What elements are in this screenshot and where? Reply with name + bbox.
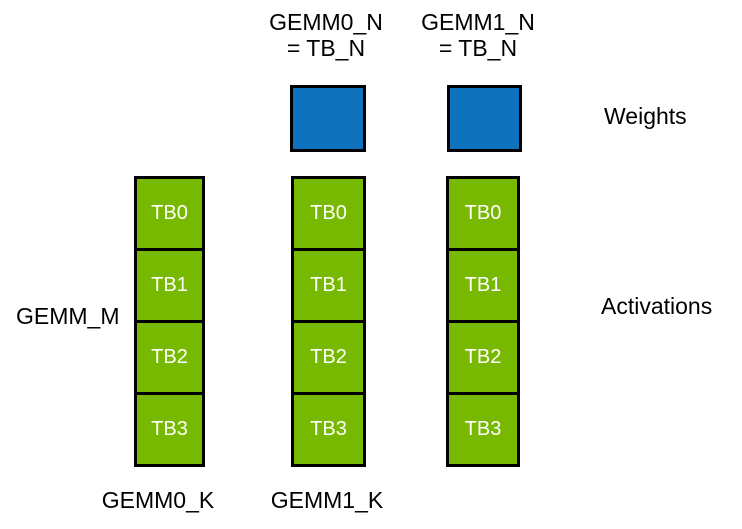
tb-cell: TB2 — [294, 320, 363, 392]
gemm0-weight-tile — [290, 85, 366, 152]
gemm0-n-label-line2: = TB_N — [286, 35, 366, 61]
tb-cell: TB1 — [449, 248, 517, 320]
gemm0-k-label: GEMM0_K — [101, 487, 215, 513]
gemm1-n-label-line1: GEMM1_N — [421, 9, 535, 35]
gemm0-n-label-line1: GEMM0_N — [269, 9, 383, 35]
tb-cell: TB3 — [294, 392, 363, 464]
tb-cell: TB0 — [151, 202, 188, 224]
gemm-m-label: GEMM_M — [16, 303, 120, 329]
gemm1-n-label-line2: = TB_N — [438, 35, 518, 61]
activation-column-gemm-m: TB0 TB1 TB2 TB3 — [134, 176, 205, 467]
tb-cell: TB2 — [449, 320, 517, 392]
activations-label: Activations — [601, 293, 713, 319]
weights-label: Weights — [604, 103, 687, 129]
tb-cell: TB0 — [464, 202, 502, 224]
tb-cell: TB1 — [294, 248, 363, 320]
activation-column-gemm1: TB0 TB1 TB2 TB3 — [446, 176, 520, 467]
gemm0-n-label: GEMM0_N = TB_N — [250, 9, 402, 61]
activation-column-gemm0: TB0 TB1 TB2 TB3 — [291, 176, 366, 467]
tb-cell: TB1 — [137, 248, 202, 320]
tb-cell: TB3 — [137, 392, 202, 464]
tb-cell: TB3 — [449, 392, 517, 464]
tb-cell: TB0 — [310, 202, 347, 224]
gemm1-weight-tile — [447, 85, 522, 152]
gemm1-n-label: GEMM1_N = TB_N — [402, 9, 554, 61]
tb-cell: TB2 — [137, 320, 202, 392]
gemm1-k-label: GEMM1_K — [270, 487, 384, 513]
